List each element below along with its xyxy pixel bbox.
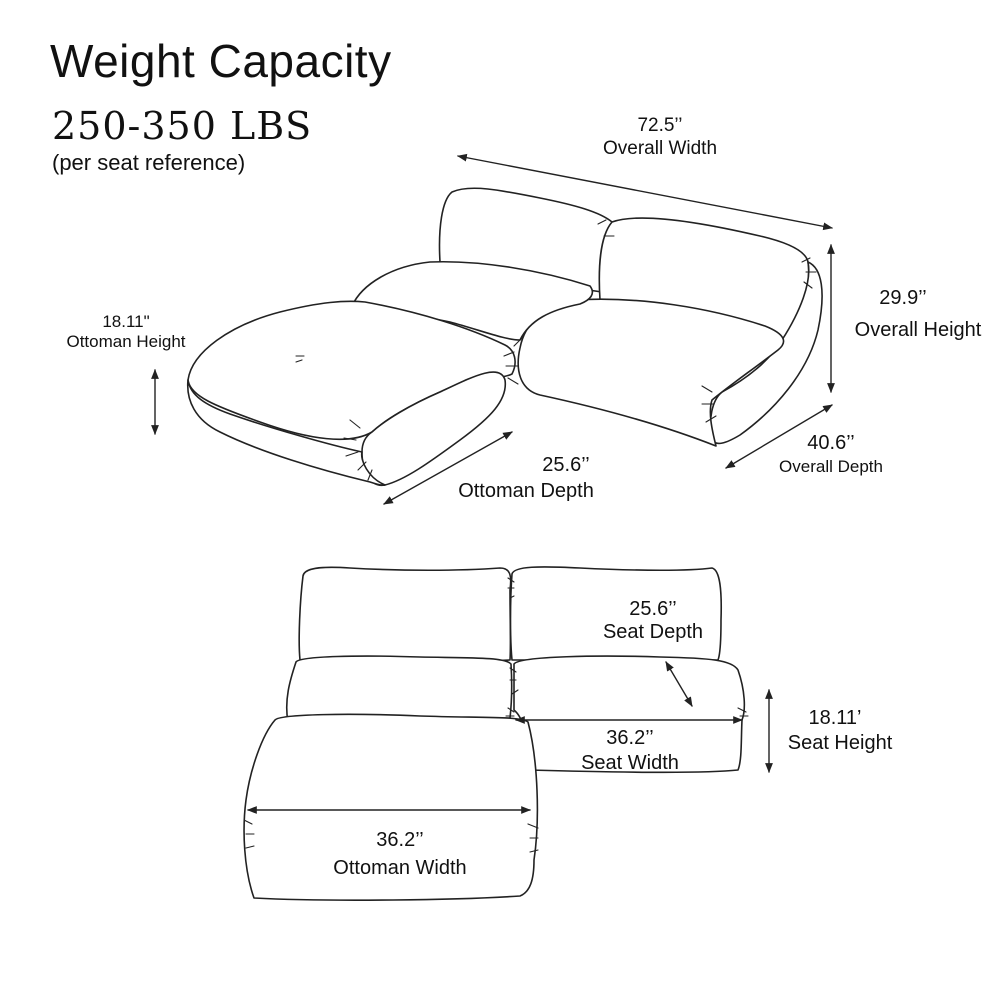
seat-depth-name: Seat Depth xyxy=(602,621,704,643)
overall-height-label: 29.9’’ Overall Height xyxy=(838,282,998,346)
ottoman-depth-arrow xyxy=(383,431,513,505)
ottoman-depth-label: 25.6’’ Ottoman Depth xyxy=(436,452,616,504)
seat-width-name: Seat Width xyxy=(581,752,679,774)
ottoman-height-name: Ottoman Height xyxy=(66,332,186,351)
ottoman-depth-name: Ottoman Depth xyxy=(458,480,594,502)
ottoman-top xyxy=(187,300,516,441)
isometric-sofa-view xyxy=(186,187,823,487)
seat-height-value: 18.11’ xyxy=(808,707,862,729)
ottoman-height-value: 18.11" xyxy=(102,312,150,331)
ottoman-seam xyxy=(295,355,305,363)
overall-depth-label: 40.6’’ Overall Depth xyxy=(756,432,906,478)
seat-height-name: Seat Height xyxy=(787,732,893,754)
weight-capacity-note: (per seat reference) xyxy=(52,150,246,175)
overall-depth-name: Overall Depth xyxy=(779,457,883,476)
ottoman-width-name: Ottoman Width xyxy=(333,857,467,879)
front-right-back xyxy=(509,566,723,661)
weight-capacity-value: 250-350 LBS xyxy=(52,104,313,148)
seat-depth-arrow xyxy=(665,661,693,707)
seat-depth-value: 25.6’’ xyxy=(629,598,677,620)
seat-depth-label: 25.6’’ Seat Depth xyxy=(588,598,718,644)
left-seat-cushion xyxy=(351,260,594,341)
ottoman-depth-value: 25.6’’ xyxy=(542,454,590,476)
overall-width-arrow xyxy=(457,153,833,231)
right-seat-cushion xyxy=(517,298,785,447)
seat-width-label: 36.2’’ Seat Width xyxy=(560,726,700,776)
ottoman-width-value: 36.2’’ xyxy=(376,829,424,851)
seat-height-label: 18.11’ Seat Height xyxy=(778,706,902,756)
overall-width-value: 72.5’’ xyxy=(637,115,683,136)
overall-depth-arrow xyxy=(725,404,833,469)
front-left-seat xyxy=(285,655,513,723)
front-view-creases xyxy=(243,577,749,853)
overall-height-value: 29.9’’ xyxy=(879,287,927,309)
overall-depth-value: 40.6’’ xyxy=(807,432,855,454)
overall-width-name: Overall Width xyxy=(602,138,718,159)
seat-width-value: 36.2’’ xyxy=(606,727,654,749)
page-title: Weight Capacity xyxy=(50,35,392,87)
front-left-back xyxy=(298,566,512,663)
ottoman-width-label: 36.2’’ Ottoman Width xyxy=(300,826,500,882)
overall-height-name: Overall Height xyxy=(854,319,982,341)
overall-width-label: 72.5’’ Overall Width xyxy=(580,114,740,160)
ottoman-height-label: 18.11" Ottoman Height xyxy=(46,312,206,352)
